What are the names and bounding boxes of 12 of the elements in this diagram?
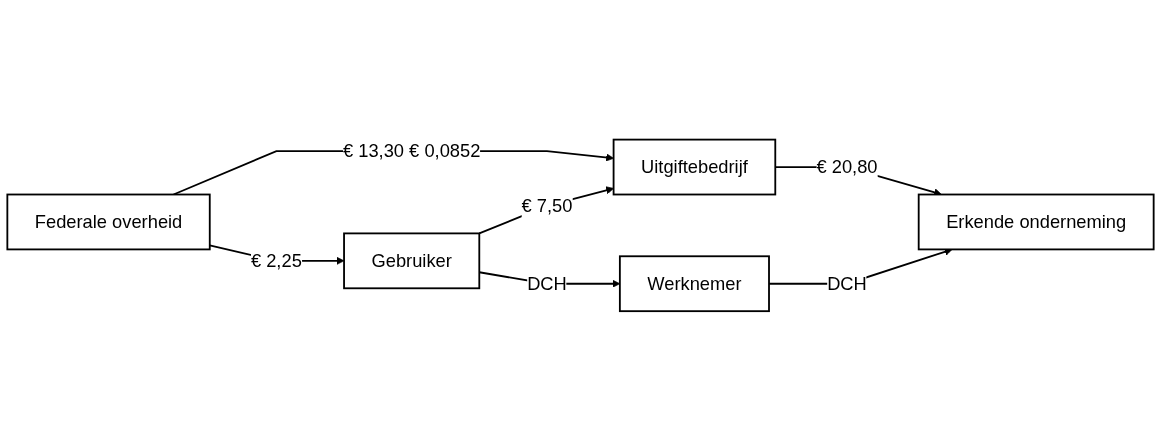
arrow — [478, 186, 614, 235]
node-box: Uitgiftebedrijf — [612, 138, 777, 196]
edge-label: € 20,80 — [816, 156, 878, 177]
edge-label: € 7,50 — [521, 195, 573, 216]
node-box: Federale overheid — [6, 193, 211, 251]
edge-label: € 13,30 € 0,0852 — [342, 140, 481, 161]
edge-label: DCH — [527, 273, 567, 294]
edge-label: DCH — [827, 273, 867, 294]
edge-label: € 2,25 — [250, 250, 302, 271]
node-box: Gebruiker — [343, 232, 481, 289]
node-box: Erkende onderneming — [917, 193, 1155, 251]
node-box: Werknemer — [618, 255, 770, 312]
